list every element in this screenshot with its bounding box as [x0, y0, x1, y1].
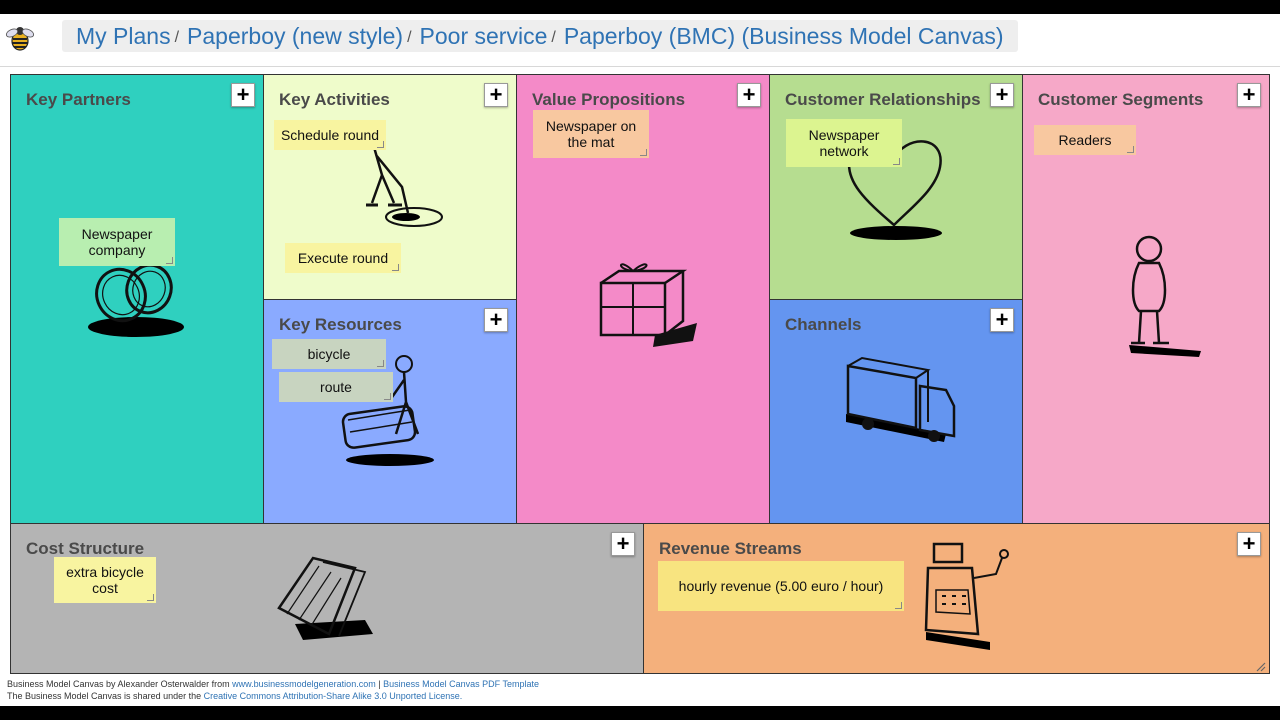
sticky-note[interactable]: hourly revenue (5.00 euro / hour)	[658, 561, 904, 611]
header: My Plans / Paperboy (new style) / Poor s…	[0, 14, 1280, 67]
sticky-note[interactable]: Readers	[1034, 125, 1136, 155]
add-note-button[interactable]: +	[484, 308, 508, 332]
block-title: Key Resources	[279, 315, 402, 334]
bottom-letterbox	[0, 706, 1280, 720]
block-cost-structure[interactable]: Cost Structure + extra bicycle cost	[10, 523, 644, 674]
add-note-button[interactable]: +	[1237, 532, 1261, 556]
sticky-note[interactable]: Newspaper network	[786, 119, 902, 167]
cash-register-icon	[924, 542, 1009, 650]
footer: Business Model Canvas by Alexander Oster…	[7, 678, 539, 702]
sticky-note[interactable]: Newspaper on the mat	[533, 110, 649, 158]
block-title: Customer Segments	[1038, 90, 1204, 109]
block-key-activities[interactable]: Key Activities + Schedule round Execute …	[263, 74, 517, 300]
footer-link-pdf-template[interactable]: Business Model Canvas PDF Template	[383, 679, 539, 689]
sticky-note[interactable]: Schedule round	[274, 120, 386, 150]
footer-line-1: Business Model Canvas by Alexander Oster…	[7, 678, 539, 690]
footer-line-2: The Business Model Canvas is shared unde…	[7, 690, 539, 702]
block-title: Channels	[785, 315, 862, 334]
block-key-partners[interactable]: Key Partners + Newspaper company	[10, 74, 264, 524]
footer-link-businessmodelgeneration[interactable]: www.businessmodelgeneration.com	[232, 679, 376, 689]
footer-separator: |	[378, 679, 381, 689]
block-title: Cost Structure	[26, 539, 145, 558]
breadcrumb-paperboy-bmc[interactable]: Paperboy (BMC) (Business Model Canvas)	[563, 22, 1004, 49]
add-note-button[interactable]: +	[990, 83, 1014, 107]
gift-icon	[599, 263, 697, 347]
documents-icon	[277, 556, 373, 640]
breadcrumb-poor-service[interactable]: Poor service	[419, 22, 548, 49]
business-model-canvas: Key Partners + Newspaper company Key Act…	[10, 74, 1270, 674]
top-letterbox	[0, 0, 1280, 14]
breadcrumb-separator: /	[551, 29, 556, 46]
breadcrumb: My Plans / Paperboy (new style) / Poor s…	[62, 20, 1018, 52]
breadcrumb-separator: /	[174, 29, 180, 46]
rings-icon	[88, 263, 184, 337]
sticky-note[interactable]: Newspaper company	[59, 218, 175, 266]
sticky-note[interactable]: extra bicycle cost	[54, 557, 156, 603]
breadcrumb-separator: /	[407, 29, 412, 46]
bicycle-person-icon	[341, 355, 434, 466]
add-note-button[interactable]: +	[737, 83, 761, 107]
sticky-note[interactable]: bicycle	[272, 339, 386, 369]
truck-icon	[846, 356, 956, 442]
block-title: Key Partners	[26, 90, 131, 109]
footer-license-text: The Business Model Canvas is shared unde…	[7, 691, 202, 701]
bee-logo-icon[interactable]	[4, 22, 36, 54]
block-revenue-streams[interactable]: Revenue Streams + hourly revenue (5.00 e…	[643, 523, 1270, 674]
footer-link-license[interactable]: Creative Commons Attribution-Share Alike…	[203, 691, 463, 701]
add-note-button[interactable]: +	[231, 83, 255, 107]
sticky-note[interactable]: Execute round	[285, 243, 401, 273]
block-title: Value Propositions	[532, 90, 686, 109]
block-channels[interactable]: Channels +	[769, 299, 1023, 524]
footer-attribution: Business Model Canvas by Alexander Oster…	[7, 679, 230, 689]
block-customer-segments[interactable]: Customer Segments + Readers	[1022, 74, 1270, 524]
block-title: Customer Relationships	[785, 90, 981, 109]
person-icon	[1129, 235, 1201, 357]
block-customer-relationships[interactable]: Customer Relationships + Newspaper netwo…	[769, 74, 1023, 300]
add-note-button[interactable]: +	[1237, 83, 1261, 107]
block-title: Key Activities	[279, 90, 390, 109]
breadcrumb-my-plans[interactable]: My Plans	[76, 22, 171, 49]
add-note-button[interactable]: +	[484, 83, 508, 107]
resize-grip-icon[interactable]	[1256, 662, 1266, 672]
sticky-note[interactable]: route	[279, 372, 393, 402]
breadcrumb-paperboy-new-style[interactable]: Paperboy (new style)	[187, 22, 404, 49]
add-note-button[interactable]: +	[611, 532, 635, 556]
add-note-button[interactable]: +	[990, 308, 1014, 332]
block-value-propositions[interactable]: Value Propositions + Newspaper on the ma…	[516, 74, 770, 524]
block-title: Revenue Streams	[659, 539, 802, 558]
block-key-resources[interactable]: Key Resources + bicycle route	[263, 299, 517, 524]
